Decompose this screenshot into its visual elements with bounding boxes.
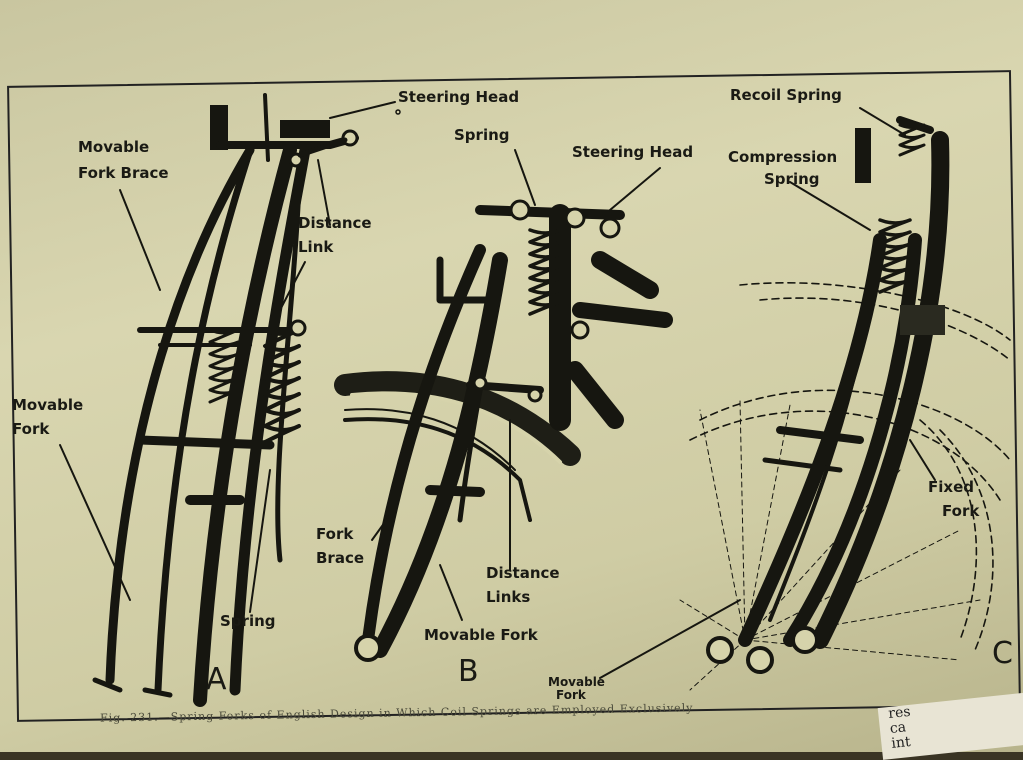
label-c-compression-spring-line2: Spring: [764, 169, 820, 188]
label-a-steering-head: Steering Head: [398, 88, 520, 106]
label-c-compression-spring: Compression Spring: [728, 148, 838, 188]
fork-a-drawing: [59, 93, 401, 707]
fork-b-drawing: [334, 149, 673, 662]
label-c-fixed-fork-line2: Fork: [942, 501, 980, 520]
panel-letter-b: B: [458, 654, 479, 689]
label-b-fork-brace-line2: Brace: [316, 548, 365, 567]
label-a-movable-fork-brace: Movable Fork Brace: [78, 138, 169, 182]
label-b-fork-brace-line1: Fork: [316, 525, 354, 543]
label-b-distance-links-line1: Distance: [486, 564, 560, 582]
label-a-movable-fork-brace-line2: Fork Brace: [78, 163, 169, 182]
panel-letter-a: A: [206, 662, 227, 697]
label-c-movable-fork-line1: Movable: [548, 675, 605, 689]
label-c-movable-fork-line2: Fork: [556, 687, 586, 702]
label-a-movable-fork: Movable Fork: [12, 396, 84, 438]
label-a-spring: Spring: [220, 612, 276, 630]
label-a-distance-link-line2: Link: [298, 237, 334, 256]
label-c-movable-fork: Movable Fork: [548, 676, 605, 701]
label-a-movable-fork-line2: Fork: [12, 419, 50, 438]
label-a-distance-link-line1: Distance: [298, 214, 372, 232]
label-c-recoil-spring: Recoil Spring: [730, 86, 842, 104]
label-c-fixed-fork: Fixed Fork: [928, 478, 980, 520]
label-a-movable-fork-brace-line1: Movable: [78, 138, 150, 156]
label-b-spring: Spring: [454, 126, 510, 144]
label-b-fork-brace: Fork Brace: [316, 525, 365, 567]
label-c-fixed-fork-line1: Fixed: [928, 478, 974, 496]
label-b-distance-links: Distance Links: [486, 564, 560, 606]
label-c-compression-spring-line1: Compression: [728, 148, 838, 166]
panel-letter-c: C: [992, 636, 1013, 671]
label-b-movable-fork: Movable Fork: [424, 626, 538, 644]
label-a-distance-link: Distance Link: [298, 214, 372, 256]
label-b-distance-links-line2: Links: [486, 587, 531, 606]
label-a-movable-fork-line1: Movable: [12, 396, 84, 414]
label-b-steering-head: Steering Head: [572, 143, 694, 161]
fork-c-drawing: [599, 107, 1011, 691]
